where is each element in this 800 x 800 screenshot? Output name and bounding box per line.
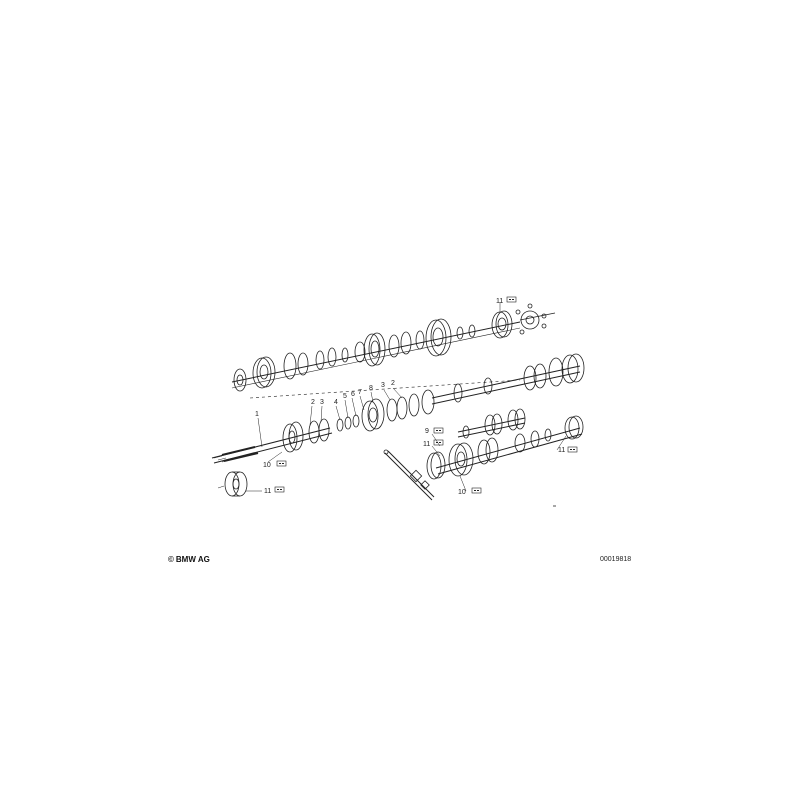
callout-11-middle: 11 bbox=[423, 441, 430, 448]
loose-bearing bbox=[224, 471, 248, 497]
reference-boxes bbox=[274, 296, 578, 494]
countershaft-lower-assembly bbox=[426, 415, 584, 480]
copyright-text: BMW AG bbox=[175, 555, 210, 564]
callout-2-right: 2 bbox=[391, 380, 395, 387]
callout-11-top: 11 bbox=[496, 298, 503, 305]
callout-6: 6 bbox=[351, 391, 355, 398]
copyright-symbol: © bbox=[168, 555, 174, 564]
reference-box-marks bbox=[277, 299, 575, 491]
callout-10-right: 10 bbox=[458, 489, 466, 496]
diagram-id: 00019818 bbox=[600, 556, 632, 563]
callout-8: 8 bbox=[369, 385, 373, 392]
callout-3-right: 3 bbox=[381, 382, 385, 389]
copyright-notice: © BMW AG bbox=[168, 555, 210, 564]
main-shaft-assembly bbox=[211, 353, 585, 464]
callout-11-right: 11 bbox=[558, 447, 565, 454]
callout-9: 9 bbox=[425, 428, 429, 435]
callout-4: 4 bbox=[334, 399, 338, 406]
shift-rod bbox=[383, 449, 435, 501]
callout-11-bottom-left: 11 bbox=[264, 488, 271, 495]
callout-2-left: 2 bbox=[311, 399, 315, 406]
callout-5: 5 bbox=[343, 393, 347, 400]
upper-shaft-assembly bbox=[231, 303, 556, 392]
callout-1: 1 bbox=[255, 411, 259, 418]
callout-7: 7 bbox=[358, 389, 362, 396]
callout-3-left: 3 bbox=[320, 399, 324, 406]
callout-10-left: 10 bbox=[263, 462, 271, 469]
reverse-shaft-assembly bbox=[457, 408, 526, 439]
